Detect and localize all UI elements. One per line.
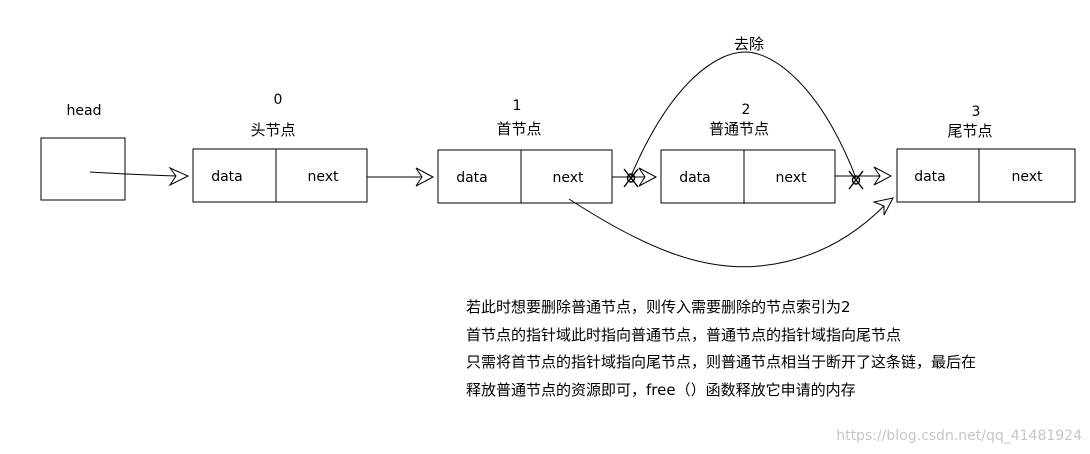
arrow-node-2-to-node-3 bbox=[835, 166, 893, 186]
node-1-next-field: next bbox=[552, 170, 584, 186]
node-0-title: 头节点 bbox=[250, 121, 295, 139]
node-0-box bbox=[192, 148, 368, 203]
arrow-node-1-to-node-2 bbox=[612, 167, 658, 187]
head-label: head bbox=[67, 103, 102, 119]
node-2-next-field: next bbox=[775, 170, 807, 186]
note-line-2: 首节点的指针域此时指向普通节点，普通节点的指针域指向尾节点 bbox=[466, 325, 902, 344]
node-2-box bbox=[660, 149, 836, 204]
node-1-index: 1 bbox=[513, 98, 522, 114]
node-3-title: 尾节点 bbox=[947, 122, 992, 140]
node-1-box bbox=[437, 149, 613, 204]
remove-label: 去除 bbox=[734, 35, 764, 53]
node-2-data-field: data bbox=[679, 170, 711, 186]
break-mark-node-1-to-node-2 bbox=[623, 168, 639, 188]
node-3-next-field: next bbox=[1011, 169, 1043, 185]
remove-arc bbox=[630, 51, 857, 179]
node-2-index: 2 bbox=[742, 102, 751, 118]
note-line-4: 释放普通节点的资源即可，free（）函数释放它申请的内存 bbox=[466, 380, 856, 399]
arrow-head-to-node-0 bbox=[89, 166, 190, 187]
node-3-box bbox=[896, 148, 1076, 203]
node-0-index: 0 bbox=[274, 92, 283, 108]
node-3: data next bbox=[896, 148, 1076, 203]
arrow-node-0-to-node-1 bbox=[367, 167, 435, 187]
node-1-title: 首节点 bbox=[496, 120, 541, 138]
node-2-title: 普通节点 bbox=[709, 120, 769, 138]
node-2: data next bbox=[660, 149, 836, 204]
node-1-data-field: data bbox=[456, 170, 488, 186]
node-3-index: 3 bbox=[972, 104, 981, 120]
break-mark-node-2-to-node-3 bbox=[848, 170, 864, 190]
node-0-data-field: data bbox=[211, 169, 243, 185]
head-box bbox=[40, 137, 126, 201]
node-0-next-field: next bbox=[307, 169, 339, 185]
node-1: data next bbox=[437, 149, 613, 204]
note-line-3: 只需将首节点的指针域指向尾节点，则普通节点相当于断开了这条链，最后在 bbox=[466, 353, 977, 371]
watermark: https://blog.csdn.net/qq_41481924 bbox=[836, 428, 1082, 444]
node-3-data-field: data bbox=[914, 169, 946, 185]
explanation-notes: 若此时想要删除普通节点，则传入需要删除的节点索引为2 首节点的指针域此时指向普通… bbox=[466, 294, 976, 404]
arrow-node-1-to-node-3 bbox=[568, 197, 894, 268]
node-0: data next bbox=[192, 148, 368, 203]
note-line-1: 若此时想要删除普通节点，则传入需要删除的节点索引为2 bbox=[466, 298, 851, 316]
